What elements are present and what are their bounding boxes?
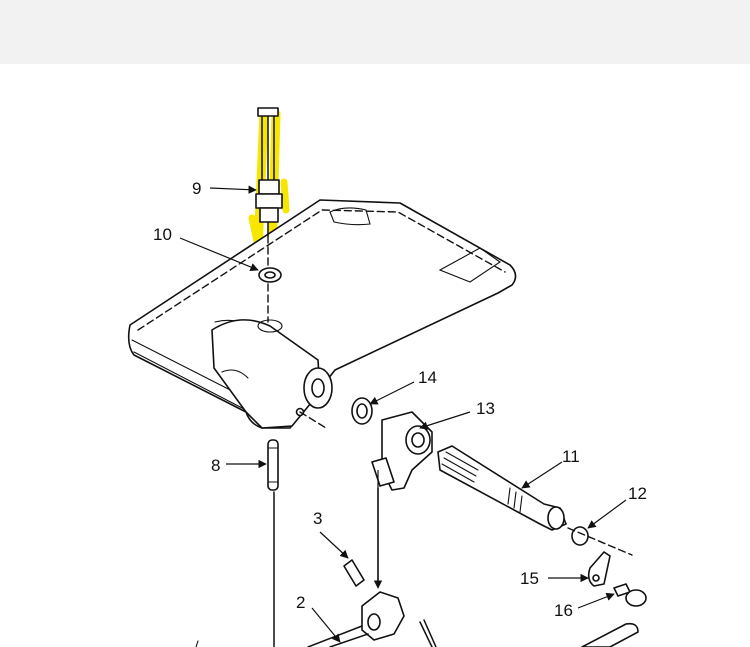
callout-leaders: [179, 185, 627, 643]
callout-14: 14: [418, 368, 437, 387]
item-14-retaining-ring: [351, 397, 373, 425]
callout-labels: 9 10 8 14 13 11 12 15 16 3 2: [153, 179, 647, 620]
callout-16: 16: [554, 601, 573, 620]
item-12-o-ring: [567, 526, 633, 556]
item-3-roll-pin: [343, 559, 365, 587]
callout-3: 3: [313, 509, 322, 528]
item-10-washer: [258, 267, 282, 283]
callout-10: 10: [153, 225, 172, 244]
item-15-bracket: [587, 551, 611, 587]
item-16-screw: [613, 583, 647, 607]
callout-11: 11: [562, 447, 580, 466]
transmission-cover-housing: [127, 199, 517, 429]
item-8-pin: [267, 439, 279, 647]
callout-8: 8: [211, 456, 220, 475]
callout-15: 15: [520, 569, 539, 588]
callout-9: 9: [192, 179, 201, 198]
top-band: [0, 0, 750, 64]
item-9-switch: [255, 107, 283, 237]
callout-12: 12: [628, 484, 647, 503]
item-13-shift-lever: [371, 411, 433, 586]
callout-2: 2: [296, 593, 305, 612]
callout-13: 13: [476, 399, 495, 418]
item-11-shaft: [437, 445, 567, 531]
item-2-shift-fork: [195, 591, 639, 647]
